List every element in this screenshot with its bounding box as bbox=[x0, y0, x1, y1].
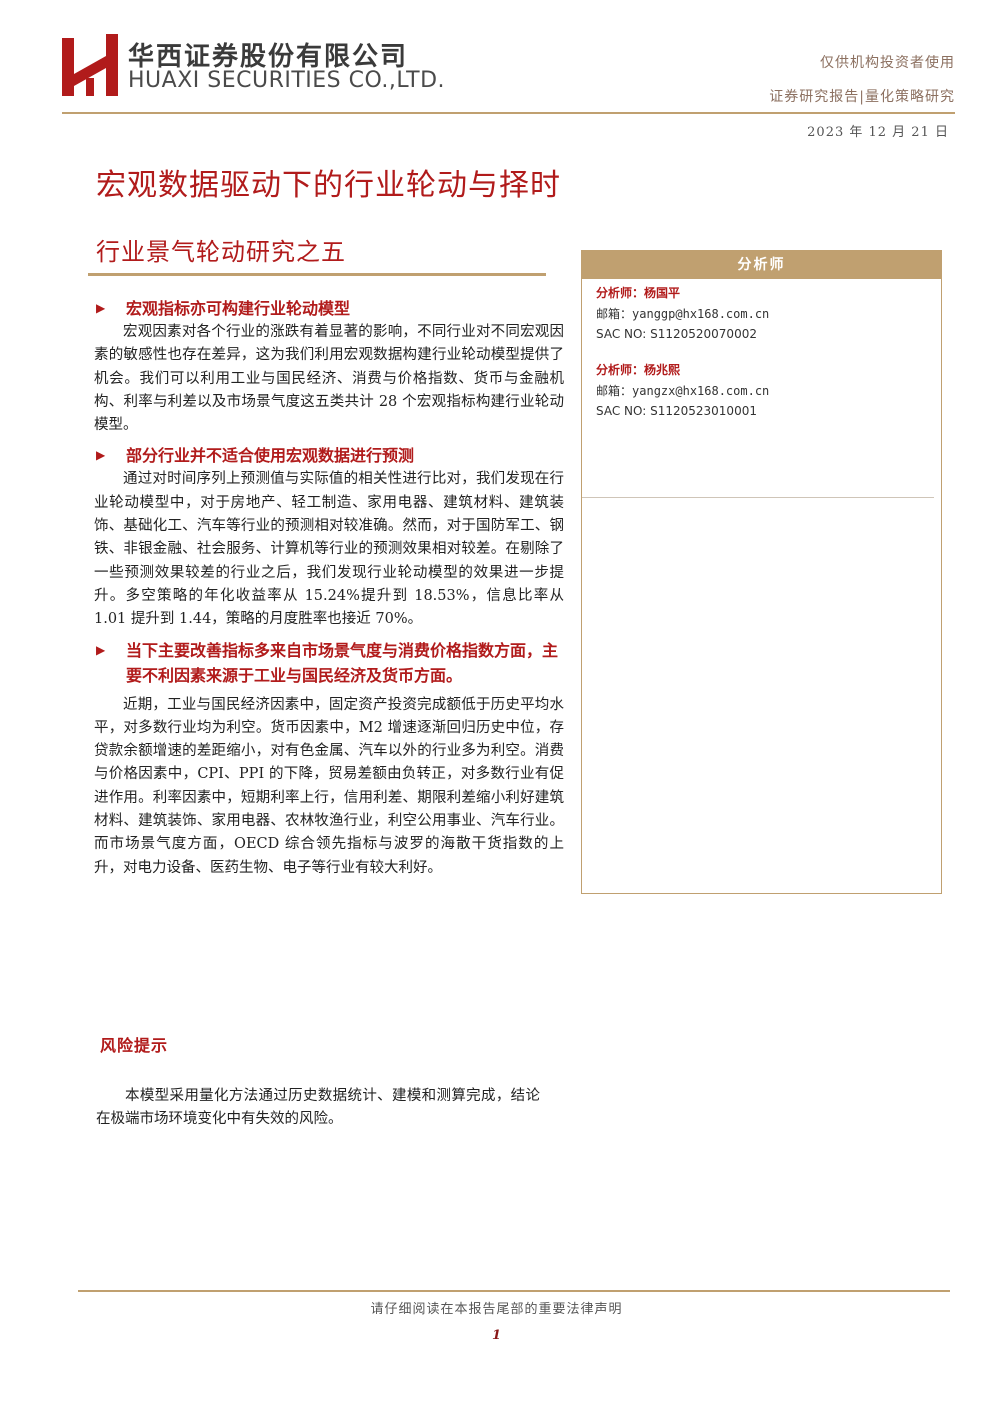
section-heading: ▶ 当下主要改善指标多来自市场景气度与消费价格指数方面，主要不利因素来源于工业与… bbox=[94, 638, 564, 688]
subtitle-divider bbox=[88, 273, 546, 276]
section-heading: ▶ 宏观指标亦可构建行业轮动模型 bbox=[94, 296, 564, 321]
analyst-card: 分析师：杨国平 邮箱：yanggp@hx168.com.cn SAC NO: S… bbox=[596, 283, 769, 345]
summary-column: ▶ 宏观指标亦可构建行业轮动模型 宏观因素对各个行业的涨跌有着显著的影响，不同行… bbox=[94, 296, 564, 880]
analyst-sac-number: SAC NO: S1120520070002 bbox=[596, 327, 757, 341]
analyst-email-row: 邮箱：yanggp@hx168.com.cn bbox=[596, 304, 769, 325]
bullet-arrow-icon: ▶ bbox=[96, 448, 106, 463]
analyst-email-row: 邮箱：yangzx@hx168.com.cn bbox=[596, 381, 769, 402]
header-divider bbox=[62, 112, 955, 114]
footer-divider bbox=[78, 1290, 950, 1292]
section-paragraph: 近期，工业与国民经济因素中，固定资产投资完成额低于历史平均水平，对多数行业均为利… bbox=[94, 696, 564, 876]
page-number: 1 bbox=[491, 1328, 502, 1343]
analyst-panel-divider bbox=[582, 497, 934, 498]
section-heading-text: 当下主要改善指标多来自市场景气度与消费价格指数方面，主要不利因素来源于工业与国民… bbox=[126, 640, 559, 685]
bullet-arrow-icon: ▶ bbox=[96, 642, 106, 657]
bullet-arrow-icon: ▶ bbox=[96, 301, 106, 315]
analyst-sac-number: SAC NO: S1120523010001 bbox=[596, 404, 757, 418]
analyst-email-label: 邮箱： bbox=[596, 383, 633, 398]
section-paragraph: 通过对时间序列上预测值与实际值的相关性进行比对，我们发现在行业轮动模型中，对于房… bbox=[94, 471, 564, 628]
section-heading-text: 部分行业并不适合使用宏观数据进行预测 bbox=[126, 446, 415, 466]
audience-label: 仅供机构投资者使用 bbox=[820, 55, 955, 71]
company-name-en: HUAXI SECURITIES CO.,LTD. bbox=[128, 68, 446, 93]
analyst-email[interactable]: yangzx@hx168.com.cn bbox=[632, 383, 770, 398]
report-date: 2023 年 12 月 21 日 bbox=[807, 125, 949, 140]
risk-paragraph: 本模型采用量化方法通过历史数据统计、建模和测算完成，结论在极端市场环境变化中有失… bbox=[96, 1088, 540, 1128]
analyst-card: 分析师：杨兆熙 邮箱：yangzx@hx168.com.cn SAC NO: S… bbox=[596, 360, 769, 422]
company-name-cn: 华西证券股份有限公司 bbox=[128, 42, 409, 72]
report-subtitle: 行业景气轮动研究之五 bbox=[96, 238, 346, 266]
analyst-panel-header: 分析师 bbox=[582, 251, 941, 279]
report-type-label: 证券研究报告|量化策略研究 bbox=[769, 89, 955, 105]
section-heading: ▶ 部分行业并不适合使用宏观数据进行预测 bbox=[94, 443, 564, 468]
legal-disclaimer-note: 请仔细阅读在本报告尾部的重要法律声明 bbox=[370, 1302, 623, 1317]
analyst-name: 分析师：杨国平 bbox=[596, 286, 681, 300]
section-heading-text: 宏观指标亦可构建行业轮动模型 bbox=[126, 299, 351, 318]
analyst-email-label: 邮箱： bbox=[596, 306, 633, 321]
huaxi-logo bbox=[62, 34, 118, 96]
analyst-email[interactable]: yanggp@hx168.com.cn bbox=[632, 306, 770, 321]
section-paragraph: 宏观因素对各个行业的涨跌有着显著的影响，不同行业对不同宏观因素的敏感性也存在差异… bbox=[94, 324, 564, 434]
risk-title: 风险提示 bbox=[100, 1036, 169, 1055]
report-title: 宏观数据驱动下的行业轮动与择时 bbox=[96, 168, 561, 203]
analyst-name: 分析师：杨兆熙 bbox=[596, 363, 681, 377]
analyst-panel: 分析师 分析师：杨国平 邮箱：yanggp@hx168.com.cn SAC N… bbox=[581, 250, 942, 894]
